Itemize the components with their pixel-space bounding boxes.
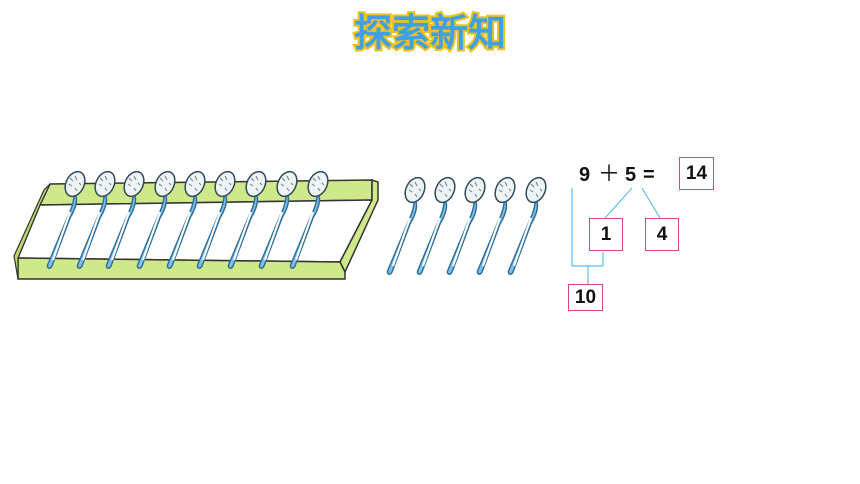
decomposition-lines xyxy=(571,187,661,285)
ten-value: 10 xyxy=(574,286,597,308)
line-to-part1 xyxy=(604,187,633,219)
result-box[interactable]: 14 xyxy=(679,157,714,190)
loose-spoons xyxy=(386,173,551,276)
part1-value: 1 xyxy=(600,223,612,245)
addend-nine: 9 xyxy=(579,164,591,186)
result-value: 14 xyxy=(685,162,708,184)
plus-sign: ＋ xyxy=(598,161,621,186)
part2-value: 4 xyxy=(656,223,668,245)
tray-left-wall xyxy=(13,183,51,280)
part1-box[interactable]: 1 xyxy=(589,218,623,251)
line-to-part2 xyxy=(641,187,661,219)
ten-box[interactable]: 10 xyxy=(568,284,603,311)
addend-five: 5 xyxy=(625,164,637,186)
equals-sign: = xyxy=(643,164,655,186)
part2-box[interactable]: 4 xyxy=(645,218,679,251)
page-title: 探索新知 xyxy=(0,8,860,58)
page-title-text: 探索新知 xyxy=(354,11,506,55)
line-from-nine xyxy=(571,188,603,267)
